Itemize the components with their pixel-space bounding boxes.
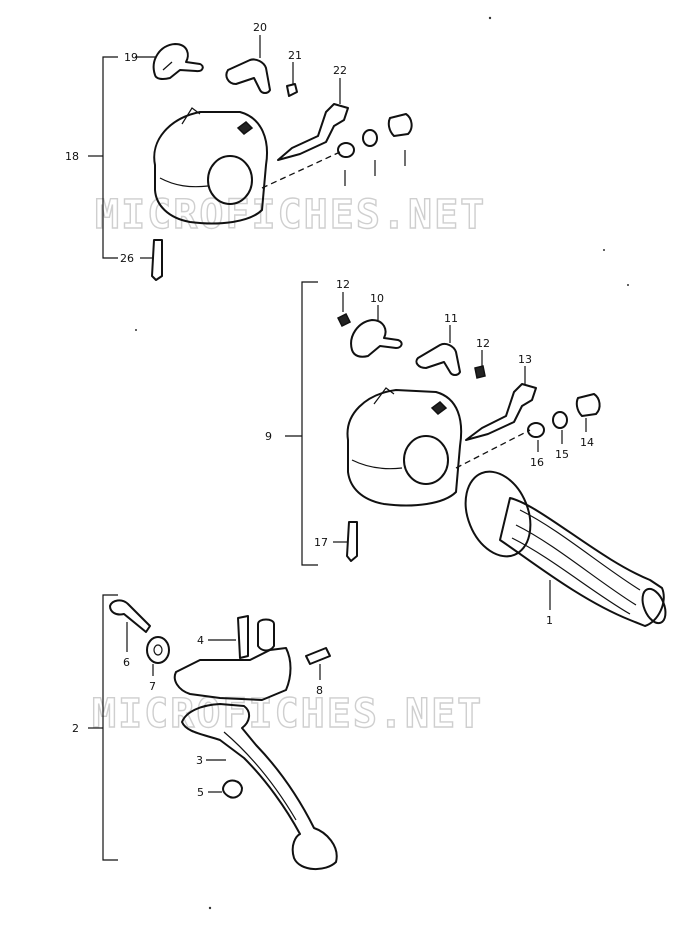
axis-line-middle bbox=[455, 429, 531, 469]
callout-22: 22 bbox=[333, 64, 347, 77]
callout-18: 18 bbox=[65, 150, 79, 163]
callout-20: 20 bbox=[253, 21, 267, 34]
speck bbox=[208, 906, 212, 910]
callout-1: 1 bbox=[546, 614, 553, 627]
part-21-screw bbox=[286, 83, 298, 97]
part-4-screw bbox=[237, 615, 249, 659]
handlebar-hole-middle bbox=[403, 435, 449, 485]
callout-15: 15 bbox=[555, 448, 569, 461]
part-7-washer bbox=[146, 636, 170, 664]
axis-line-top bbox=[261, 151, 341, 189]
callout-12-upper: 12 bbox=[336, 278, 350, 291]
part-5-nut bbox=[222, 779, 243, 799]
part-19-detail bbox=[162, 61, 173, 71]
part-19-switch-case-upper bbox=[152, 43, 204, 80]
callout-14: 14 bbox=[580, 436, 594, 449]
part-22-switch-lever bbox=[277, 103, 349, 161]
callout-10: 10 bbox=[370, 292, 384, 305]
part-10-switch-case-upper bbox=[350, 319, 403, 358]
part-1-handlebar-grip bbox=[464, 470, 667, 627]
callout-13: 13 bbox=[518, 353, 532, 366]
knob-top bbox=[387, 113, 413, 137]
callout-16: 16 bbox=[530, 456, 544, 469]
housing-tab-middle bbox=[430, 401, 448, 415]
switch-housing-middle bbox=[346, 389, 463, 507]
part-4-lever-holder bbox=[173, 647, 292, 701]
switch-assembly-middle bbox=[285, 281, 667, 627]
watermark-top: MICROFICHES.NET bbox=[95, 192, 486, 238]
housing-seam-top bbox=[159, 177, 209, 188]
grip-body bbox=[499, 497, 665, 627]
housing-tab-top bbox=[236, 121, 254, 135]
callout-6: 6 bbox=[123, 656, 130, 669]
part-26-bolt bbox=[151, 239, 163, 281]
switch-assembly-top bbox=[88, 35, 413, 281]
speck bbox=[488, 16, 492, 20]
callout-5: 5 bbox=[197, 786, 204, 799]
callout-8: 8 bbox=[316, 684, 323, 697]
part-11-switch-cover bbox=[415, 342, 461, 376]
bracket-18 bbox=[102, 56, 118, 259]
callout-4: 4 bbox=[197, 634, 204, 647]
housing-screw-boss-middle bbox=[373, 387, 395, 405]
part-12-screw-lower bbox=[474, 365, 486, 379]
callout-19: 19 bbox=[124, 51, 138, 64]
handlebar-hole-top bbox=[207, 155, 253, 205]
housing-screw-boss-top bbox=[181, 107, 201, 125]
ticks-top bbox=[344, 150, 406, 186]
part-8-screw bbox=[305, 647, 331, 665]
part-12-screw-upper bbox=[336, 312, 352, 328]
lever-assembly-bottom bbox=[88, 594, 338, 870]
callout-7: 7 bbox=[149, 680, 156, 693]
callout-21: 21 bbox=[288, 49, 302, 62]
washer-top-1 bbox=[337, 142, 355, 158]
part-17-bolt bbox=[346, 521, 358, 562]
part-6-pivot-bolt bbox=[109, 599, 151, 633]
part-7-washer-hole bbox=[153, 644, 163, 656]
bracket-9 bbox=[301, 281, 318, 566]
grip-end bbox=[641, 587, 667, 625]
callout-2: 2 bbox=[72, 722, 79, 735]
switch-housing-top bbox=[153, 111, 268, 225]
speck bbox=[627, 284, 629, 286]
callout-12-lower: 12 bbox=[476, 337, 490, 350]
grip-flange bbox=[464, 470, 532, 558]
scan-specks bbox=[135, 16, 629, 910]
callout-3: 3 bbox=[196, 754, 203, 767]
housing-seam-middle bbox=[351, 459, 403, 470]
callout-11: 11 bbox=[444, 312, 458, 325]
callout-17: 17 bbox=[314, 536, 328, 549]
speck bbox=[135, 329, 137, 331]
watermark-bottom: MICROFICHES.NET bbox=[92, 691, 483, 737]
part-4-cylinder bbox=[257, 618, 275, 652]
part-13-switch-lever bbox=[465, 383, 537, 441]
part-3-brake-lever bbox=[181, 703, 338, 870]
washer-top-2 bbox=[362, 129, 378, 147]
part-20-switch-cover bbox=[225, 58, 271, 94]
callout-9: 9 bbox=[265, 430, 272, 443]
part-16-washer bbox=[527, 422, 545, 438]
speck bbox=[603, 249, 605, 251]
part-3-lever-edge bbox=[223, 731, 297, 821]
callout-26: 26 bbox=[120, 252, 134, 265]
part-14-knob bbox=[575, 393, 601, 417]
part-15-washer bbox=[552, 411, 568, 429]
callout-labels: 19 20 21 22 18 26 12 10 11 12 13 9 16 15… bbox=[65, 21, 594, 799]
grip-ribs bbox=[511, 509, 641, 615]
